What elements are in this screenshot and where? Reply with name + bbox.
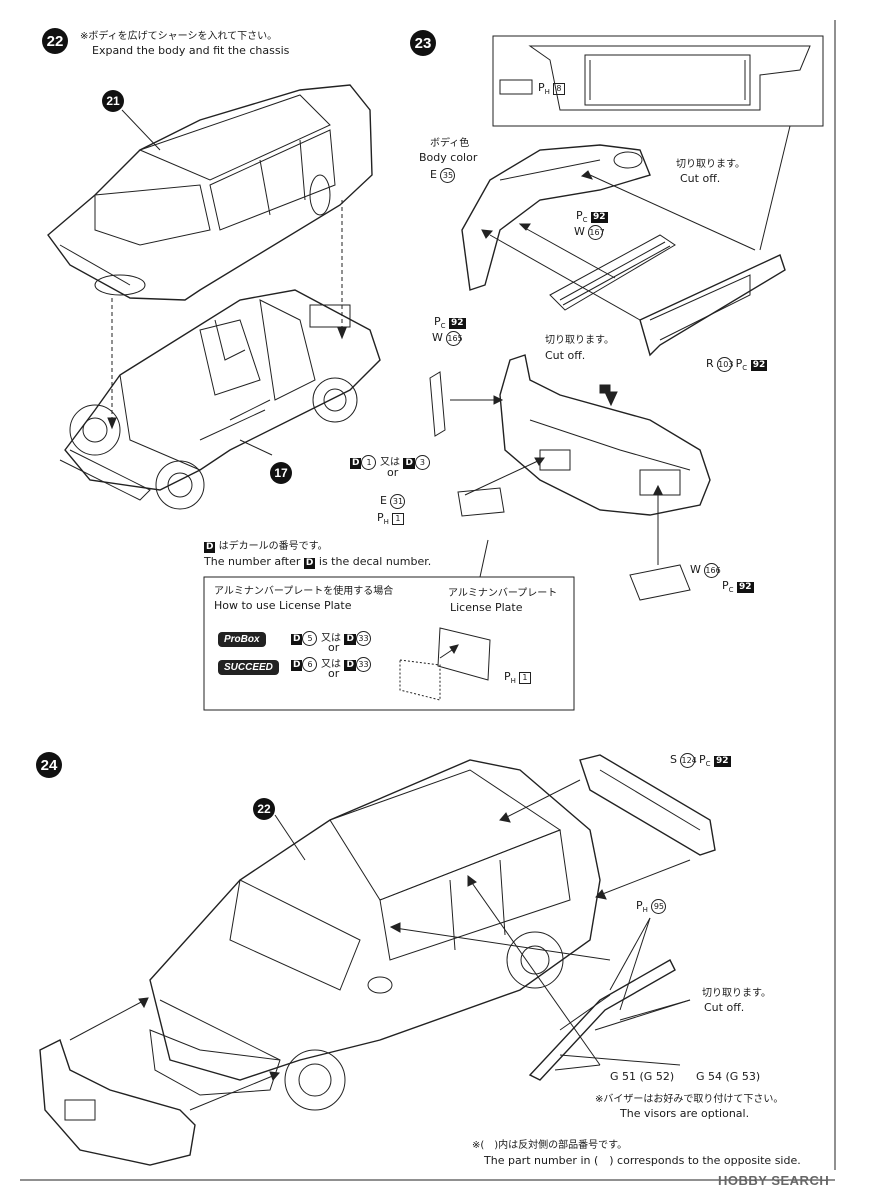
decal-note-en-suffix: is the decal number. [318, 555, 432, 568]
probox-d1: 5 [302, 631, 318, 646]
part-e31-letter: E [380, 494, 387, 507]
plate-title-en: How to use License Plate [214, 599, 352, 612]
callout-22: 22 [253, 798, 275, 820]
part-w165-number: 165 [446, 331, 463, 346]
front-bumper-drawing [429, 354, 711, 516]
body-color-en: Body color [419, 151, 478, 164]
pc92-d-number: 92 [737, 582, 754, 593]
part-w165-letter: W [432, 331, 443, 344]
visor-note-en: The visors are optional. [620, 1107, 750, 1120]
window-visor-drawing [528, 959, 676, 1081]
ph95-number: 95 [651, 899, 667, 914]
succeed-logo: SUCCEED [218, 660, 279, 675]
step-22-note-en: Expand the body and fit the chassis [92, 44, 290, 57]
body-color-jp: ボディ色 [430, 138, 470, 149]
hobby-search-watermark: HOBBY SEARCH [718, 1173, 830, 1188]
visor-note-jp: ※バイザーはお好みで取り付けて下さい。 [595, 1094, 784, 1105]
ph1-b: PH 1 [504, 670, 531, 688]
part-w167-letter: W [574, 225, 585, 238]
decal-note-jp-text: はデカールの番号です。 [218, 541, 328, 552]
pc92-d: PC 92 [722, 579, 754, 595]
cutoff-jp-1: 切り取ります。 [676, 159, 745, 170]
succeed-d2: 33 [355, 657, 371, 672]
chassis-17-drawing [59, 289, 381, 510]
part-w165: W 165 [432, 331, 463, 346]
part-e35: E 35 [430, 168, 456, 183]
part-s124-letter: S [670, 753, 677, 766]
part-w166: W 166 [690, 563, 721, 578]
pc92-b-number: 92 [750, 360, 768, 371]
part-r103-letter: R [706, 357, 714, 370]
part-s124-number: 124 [680, 753, 697, 768]
step-22-badge: 22 [42, 28, 68, 54]
pc92-a: PC 92 [576, 209, 608, 225]
ph1-b-number: 1 [519, 672, 531, 684]
pc92-a-number: 92 [591, 212, 608, 223]
probox-or-jp: 又は [320, 633, 341, 644]
decal-d1-number: 1 [361, 455, 377, 470]
part-w166-number: 166 [704, 563, 721, 578]
paren-note-en: The part number in ( ) corresponds to th… [484, 1154, 801, 1167]
rear-bumper-drawing [461, 144, 651, 291]
succeed-or-jp: 又は [320, 659, 341, 670]
decal-note-jp: D はデカールの番号です。 [204, 541, 328, 553]
decal-or-jp: 又は [379, 457, 400, 468]
plate-label-jp: アルミナンバープレート [448, 588, 558, 599]
bumper-frame-drawing [639, 254, 786, 357]
cutoff-en-1: Cut off. [680, 172, 721, 185]
plate-title-jp: アルミナンバープレートを使用する場合 [214, 586, 394, 597]
cutoff-jp-2: 切り取ります。 [545, 335, 614, 346]
decal-note-en: The number after D is the decal number. [204, 555, 432, 569]
paren-note-jp: ※( )内は反対側の部品番号です。 [472, 1140, 628, 1151]
part-e31: E 31 [380, 494, 406, 509]
callout-17: 17 [270, 462, 292, 484]
roof-spoiler-drawing [579, 754, 716, 856]
part-e35-letter: E [430, 168, 437, 181]
step-22-note-jp: ※ボディを広げてシャーシを入れて下さい。 [80, 31, 278, 42]
succeed-or-en: or [328, 667, 340, 680]
front-bumper-24-drawing [39, 1029, 281, 1166]
grille-insert-drawing [549, 234, 676, 311]
step-23-badge: 23 [410, 30, 436, 56]
part-s124: S 124 PC 92 [670, 753, 731, 769]
pc92-c: PC 92 [434, 315, 466, 331]
plate-label-en: License Plate [450, 601, 523, 614]
callout-21: 21 [102, 90, 124, 112]
inset-part-label: PH 8 [538, 81, 565, 99]
pc92-e-number: 92 [714, 756, 731, 767]
decal-d3-number: 3 [414, 455, 430, 470]
probox-or-en: or [328, 641, 340, 654]
part-e35-number: 35 [440, 168, 456, 183]
probox-logo: ProBox [218, 632, 266, 647]
part-w167: W 167 [574, 225, 605, 240]
cutoff-en-3: Cut off. [704, 1001, 745, 1014]
van-body-24-drawing [149, 759, 601, 1111]
probox-d2: 33 [355, 631, 371, 646]
decal-or-en: or [387, 466, 399, 479]
part-w166-letter: W [690, 563, 701, 576]
inset-part-number: 8 [553, 83, 565, 95]
cutoff-jp-3: 切り取ります。 [702, 988, 771, 999]
part-r103: R 103 PC 92 [706, 357, 768, 373]
part-g51-g52: G 51 (G 52) [610, 1070, 675, 1083]
step-24-badge: 24 [36, 752, 62, 778]
ph95: PH 95 [636, 899, 667, 917]
decal-note-en-prefix: The number after [204, 555, 301, 568]
part-r103-number: 103 [717, 357, 733, 372]
van-body-22-drawing [47, 84, 373, 301]
ph1-a-number: 1 [392, 513, 404, 525]
part-w167-number: 167 [588, 225, 605, 240]
pc92-c-number: 92 [449, 318, 466, 329]
succeed-d1: 6 [302, 657, 318, 672]
part-g54-g53: G 54 (G 53) [696, 1070, 761, 1083]
ph1-a: PH 1 [377, 511, 404, 529]
part-e31-number: 31 [390, 494, 406, 509]
cutoff-en-2: Cut off. [545, 349, 586, 362]
